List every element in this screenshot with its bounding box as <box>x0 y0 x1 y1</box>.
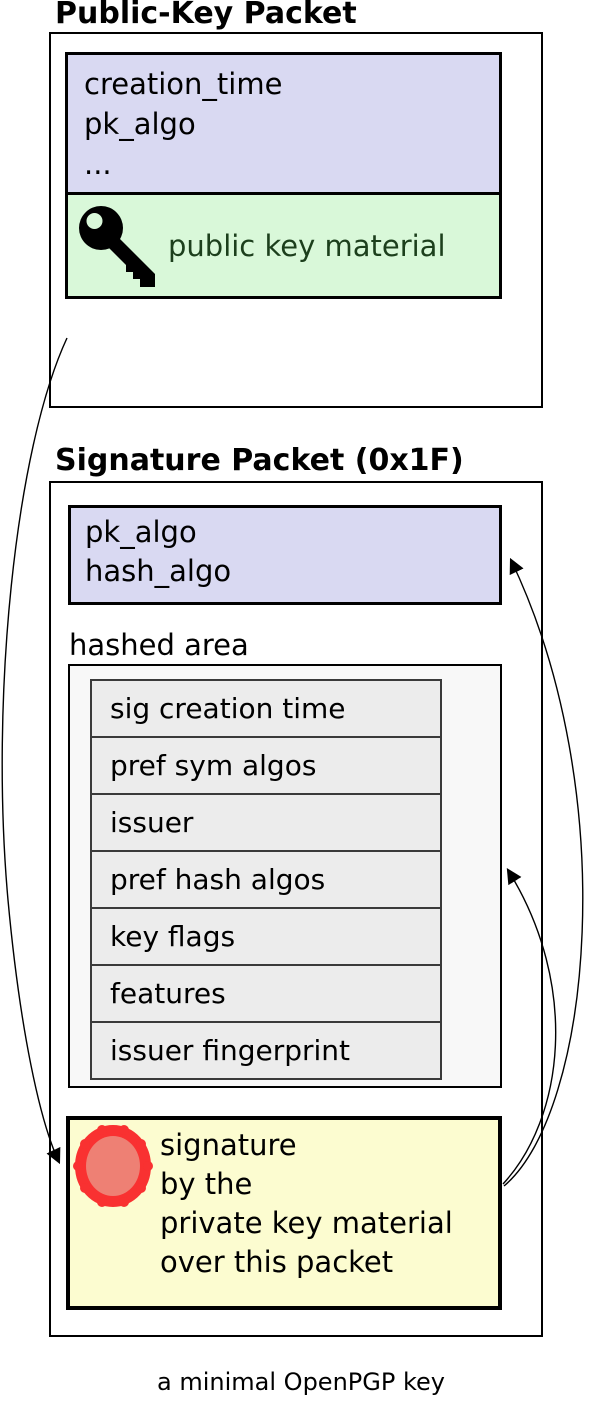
subpacket-row: pref sym algos <box>90 736 442 795</box>
subpacket-row: issuer <box>90 793 442 852</box>
signature-value-box: signature by the private key material ov… <box>66 1116 502 1310</box>
public-key-material-label: public key material <box>168 228 446 263</box>
signature-line: private key material <box>160 1206 453 1240</box>
field-sig-pk-algo: pk_algo <box>85 515 197 549</box>
subpacket-row: sig creation time <box>90 679 442 738</box>
public-key-packet-fields: creation_time pk_algo ... public key mat… <box>65 52 502 299</box>
field-sig-hash-algo: hash_algo <box>85 554 232 588</box>
field-creation-time: creation_time <box>84 67 283 101</box>
signature-line: signature <box>160 1128 297 1162</box>
key-icon <box>76 201 158 291</box>
hashed-area-box: sig creation time pref sym algos issuer … <box>68 664 502 1088</box>
hashed-area-label: hashed area <box>69 628 249 662</box>
public-key-header-section: creation_time pk_algo ... <box>68 55 499 192</box>
field-pk-algo: pk_algo <box>84 107 196 141</box>
signature-description: signature by the private key material ov… <box>160 1126 453 1282</box>
diagram-caption: a minimal OpenPGP key <box>157 1368 445 1396</box>
signature-packet-title: Signature Packet (0x1F) <box>55 443 464 478</box>
subpacket-row: key flags <box>90 907 442 966</box>
public-key-material-section: public key material <box>68 192 499 296</box>
hashed-subpacket-list: sig creation time pref sym algos issuer … <box>90 679 442 1080</box>
subpacket-row: issuer fingerprint <box>90 1021 442 1080</box>
signature-header-box: pk_algo hash_algo <box>68 505 502 605</box>
signature-line: over this packet <box>160 1245 394 1279</box>
signature-line: by the <box>160 1167 253 1201</box>
subpacket-row: pref hash algos <box>90 850 442 909</box>
field-ellipsis: ... <box>84 147 112 181</box>
subpacket-row: features <box>90 964 442 1023</box>
public-key-packet-title: Public-Key Packet <box>55 0 357 31</box>
